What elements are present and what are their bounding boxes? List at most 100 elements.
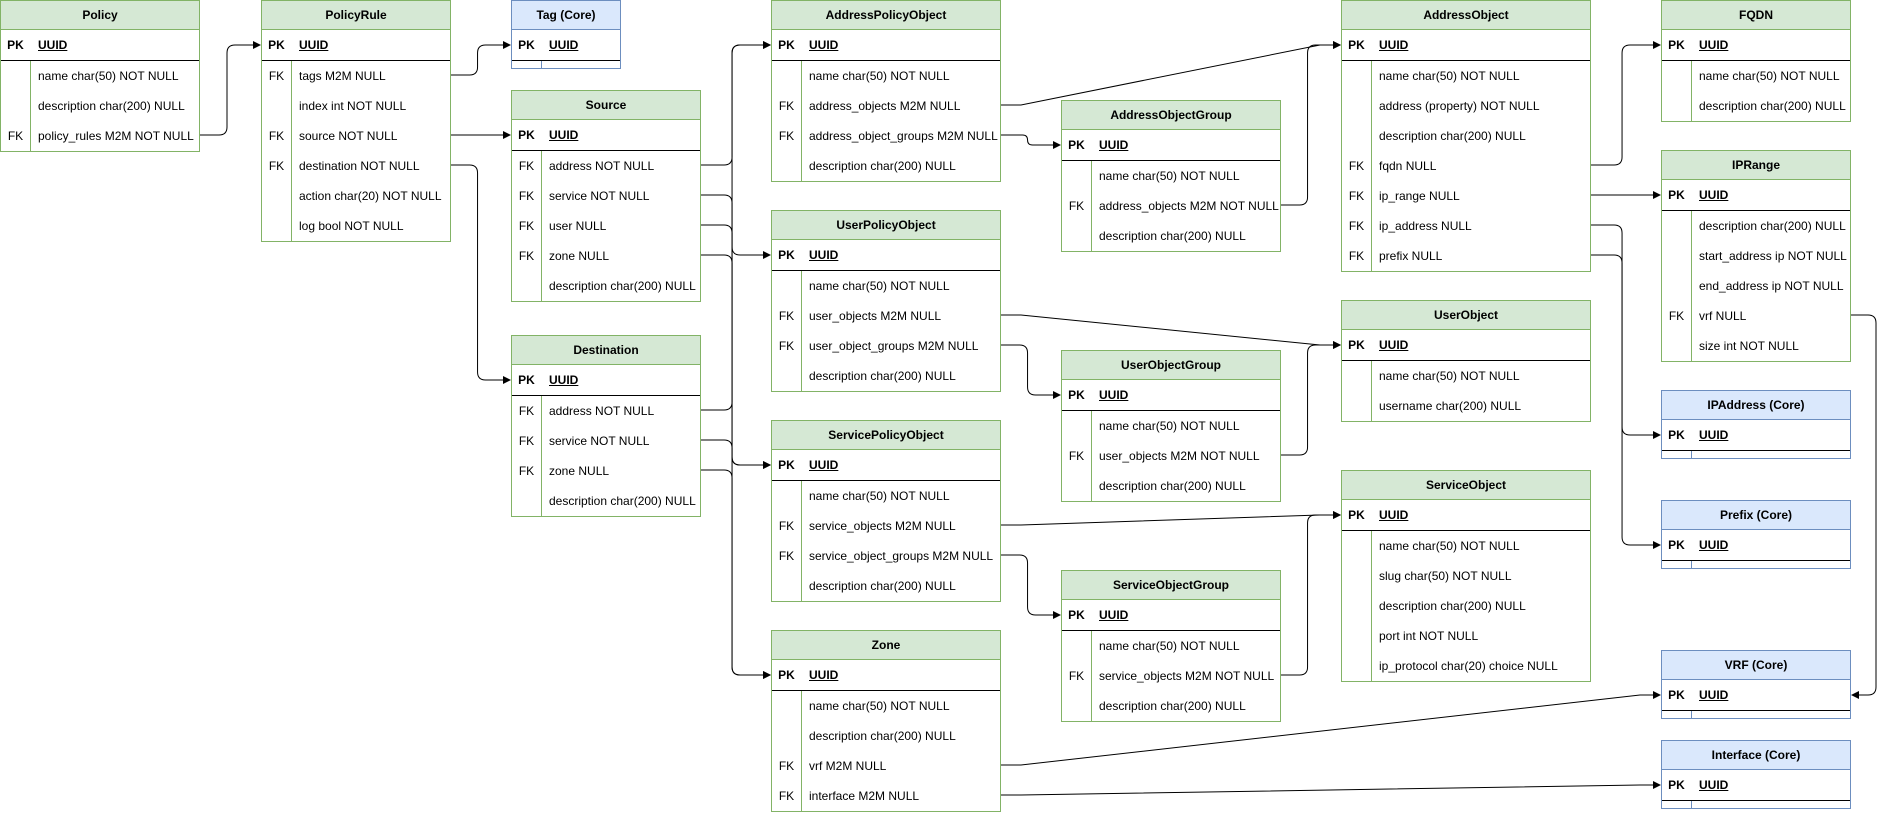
key-column-divider xyxy=(801,271,802,391)
key-label: FK xyxy=(778,99,795,113)
key-column-divider xyxy=(1091,161,1092,251)
key-label xyxy=(772,151,801,181)
field-name: policy_rules M2M NOT NULL xyxy=(38,129,194,143)
entity-title: ServiceObjectGroup xyxy=(1062,571,1280,600)
field-row: FK address_object_groups M2M NULL xyxy=(772,121,1000,151)
field-row: name char(50) NOT NULL xyxy=(1342,61,1590,91)
entity-title: Zone xyxy=(772,631,1000,660)
key-label: FK xyxy=(1348,189,1365,203)
field-name: log bool NOT NULL xyxy=(299,219,404,233)
field-row: start_address ip NOT NULL xyxy=(1662,241,1850,271)
key-label: FK xyxy=(778,129,795,143)
field-row: description char(200) NULL xyxy=(1062,221,1280,251)
key-label: PK xyxy=(778,458,795,472)
field-row: name char(50) NOT NULL xyxy=(772,271,1000,301)
field-name: source NOT NULL xyxy=(299,129,398,143)
field-row: description char(200) NULL xyxy=(1062,471,1280,501)
key-label xyxy=(512,271,541,301)
key-label: PK xyxy=(1068,608,1085,622)
field-row: name char(50) NOT NULL xyxy=(772,61,1000,91)
key-column-divider xyxy=(1691,451,1692,458)
entity-title: ServiceObject xyxy=(1342,471,1590,500)
entity-fields xyxy=(1662,801,1850,808)
field-name: address_object_groups M2M NULL xyxy=(809,129,998,143)
entity-title: AddressObject xyxy=(1342,1,1590,30)
field-row: FK vrf NULL xyxy=(1662,301,1850,331)
key-label xyxy=(1342,361,1371,391)
field-name: address NOT NULL xyxy=(549,159,655,173)
key-column-divider xyxy=(541,396,542,516)
key-label xyxy=(1342,621,1371,651)
key-label xyxy=(772,361,801,391)
field-name: user_object_groups M2M NULL xyxy=(809,339,979,353)
field-name: description char(200) NULL xyxy=(809,369,956,383)
field-row: port int NOT NULL xyxy=(1342,621,1590,651)
entity-fields xyxy=(1662,451,1850,458)
field-row: FK address NOT NULL xyxy=(512,151,700,181)
key-label: PK xyxy=(1668,538,1685,552)
entity-title: ServicePolicyObject xyxy=(772,421,1000,450)
entity-fields xyxy=(1662,711,1850,718)
field-row: description char(200) NULL xyxy=(772,571,1000,601)
field-name: fqdn NULL xyxy=(1379,159,1437,173)
key-label: FK xyxy=(1668,309,1685,323)
field-row: description char(200) NULL xyxy=(512,271,700,301)
key-column-divider xyxy=(1691,801,1692,808)
field-name: name char(50) NOT NULL xyxy=(1699,69,1840,83)
key-label: FK xyxy=(1348,249,1365,263)
edge-upo-user-objects xyxy=(1001,314,1341,349)
entity-title: IPAddress (Core) xyxy=(1662,391,1850,420)
key-label xyxy=(1662,271,1691,301)
field-name: UUID xyxy=(1379,38,1409,52)
edge-destination-address xyxy=(701,41,771,411)
key-label: FK xyxy=(518,464,535,478)
edge-apo-address-objects xyxy=(1001,41,1341,106)
key-label xyxy=(1342,91,1371,121)
key-column-divider xyxy=(1091,411,1092,501)
key-label xyxy=(1342,391,1371,421)
key-label: FK xyxy=(518,159,535,173)
edge-ao-prefix xyxy=(1591,254,1661,549)
field-name: description char(200) NULL xyxy=(1099,699,1246,713)
key-column-divider xyxy=(801,61,802,181)
field-name: address_objects M2M NOT NULL xyxy=(1099,199,1279,213)
edge-spo-service-objects xyxy=(1001,511,1341,526)
field-name: username char(200) NULL xyxy=(1379,399,1522,413)
field-name: vrf NULL xyxy=(1699,309,1747,323)
edge-aog-address-objects xyxy=(1281,41,1341,206)
field-name: description char(200) NULL xyxy=(549,279,696,293)
key-label: PK xyxy=(1348,38,1365,52)
field-row: end_address ip NOT NULL xyxy=(1662,271,1850,301)
